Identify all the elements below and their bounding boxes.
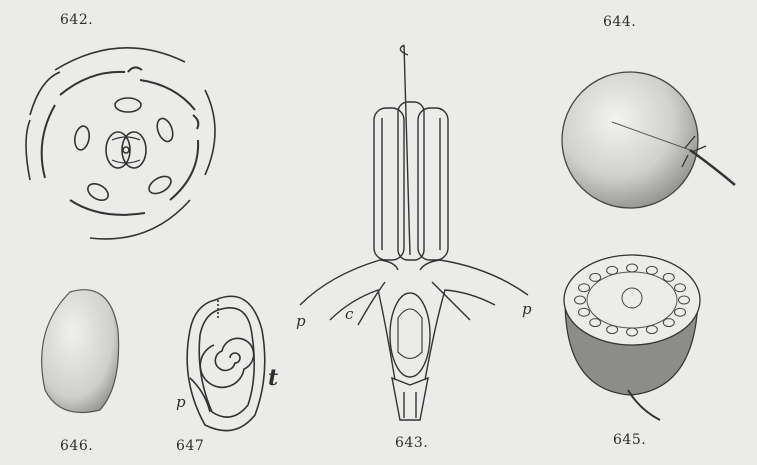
fig-645-cut-fruit [564,255,700,420]
fig-644-whole-fruit [562,72,735,208]
figure-number-646: 646. [60,438,93,454]
fig647-label-t: t [268,365,278,391]
figure-number-647: 647 [176,438,204,454]
fig-643-flower-section [300,45,528,420]
fig643-label-petal-left: p [296,312,306,330]
fig643-label-petal-right: p [522,300,532,318]
fig-647-seed-section [187,296,265,430]
fig647-label-p: p [176,393,186,411]
figure-number-642: 642. [60,12,93,28]
fig-646-seed [42,290,119,413]
fig643-label-calyx: c [345,305,353,323]
fig-642-floral-diagram [26,48,215,239]
figure-number-644: 644. [603,14,636,30]
figure-number-645: 645. [613,432,646,448]
figure-number-643: 643. [395,435,428,451]
